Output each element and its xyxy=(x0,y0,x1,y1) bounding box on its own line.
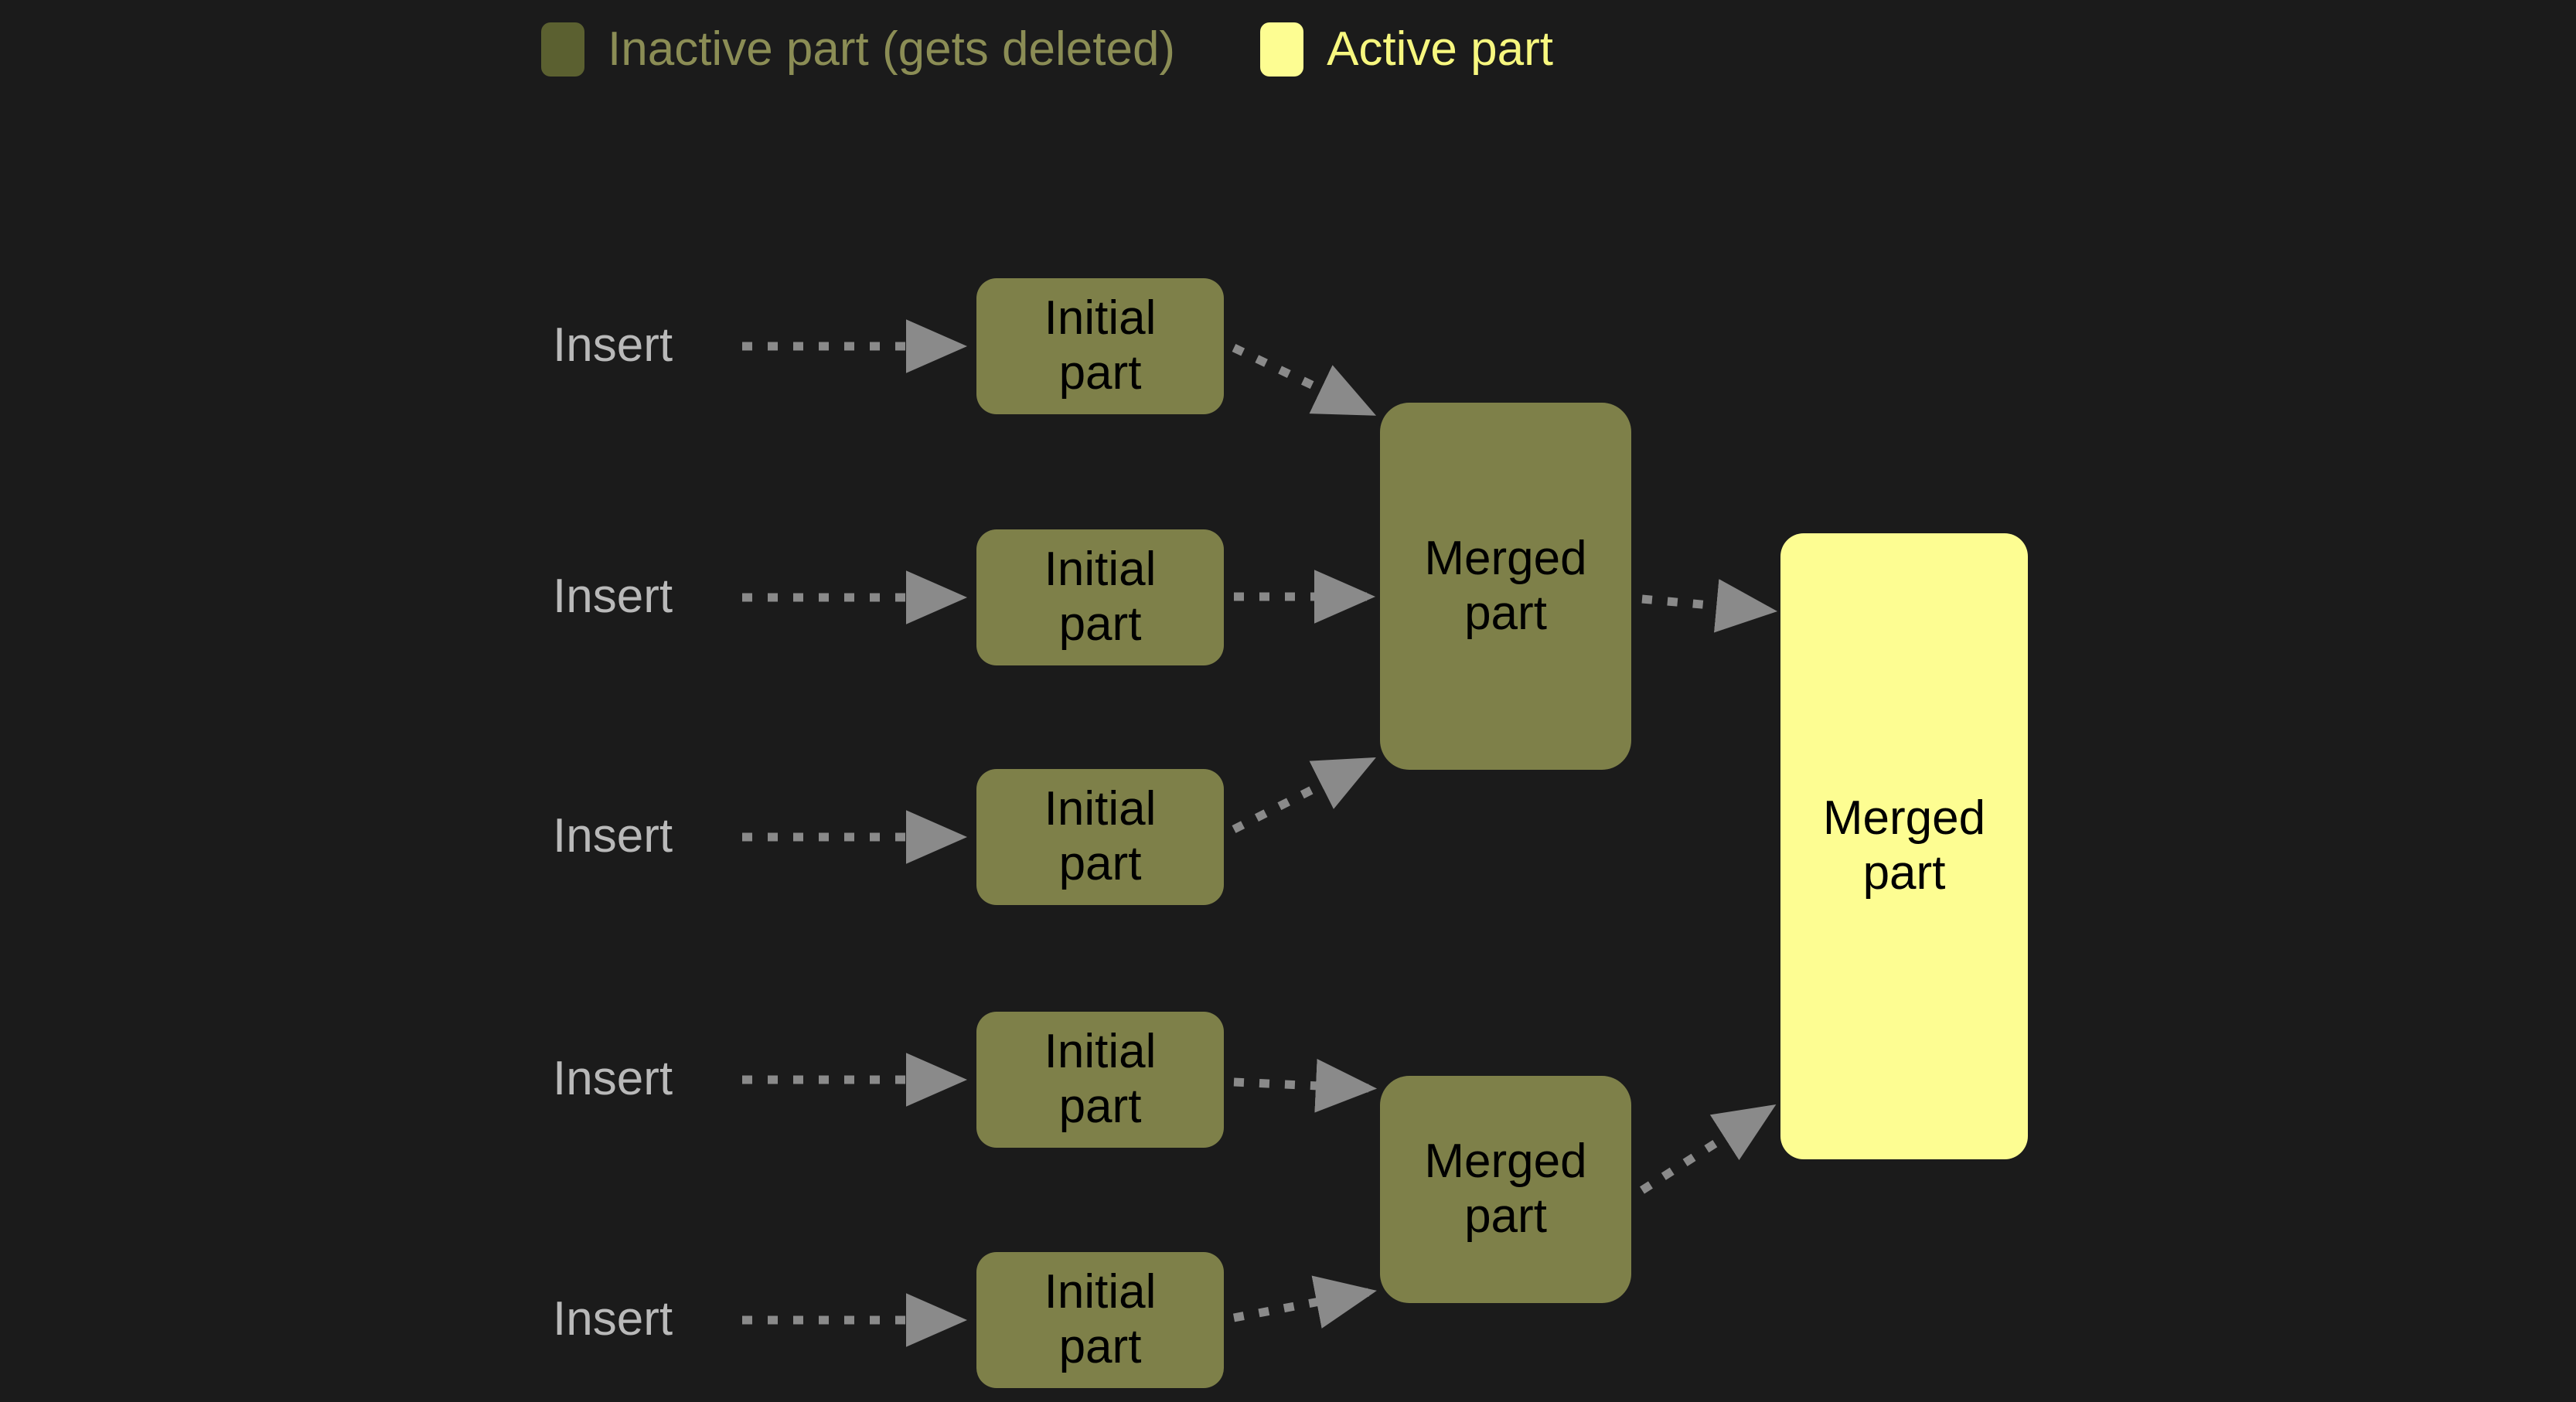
edge-initial-5-merged-bottom xyxy=(1232,1275,1377,1329)
edge-merged-top-active xyxy=(1641,579,1778,633)
insert-label-4: Insert xyxy=(553,1052,673,1105)
legend-item-active: Active part xyxy=(1260,22,1553,77)
edge-initial-1-merged-top xyxy=(1232,344,1377,416)
insert-label-2: Insert xyxy=(553,570,673,623)
legend-label-active: Active part xyxy=(1327,22,1553,76)
active-swatch-icon xyxy=(1260,22,1304,77)
insert-label-1: Insert xyxy=(553,318,673,372)
insert-label-3: Insert xyxy=(553,809,673,863)
insert-label-5: Insert xyxy=(553,1292,673,1346)
edge-merged-bottom-active xyxy=(1640,1104,1777,1194)
legend-item-inactive: Inactive part (gets deleted) xyxy=(541,22,1175,77)
legend-label-inactive: Inactive part (gets deleted) xyxy=(608,22,1176,76)
edge-initial-3-merged-top xyxy=(1232,757,1376,833)
edge-initial-4-merged-bottom xyxy=(1233,1059,1378,1113)
inactive-swatch-icon xyxy=(541,22,584,77)
legend: Inactive part (gets deleted) Active part xyxy=(541,22,1553,77)
